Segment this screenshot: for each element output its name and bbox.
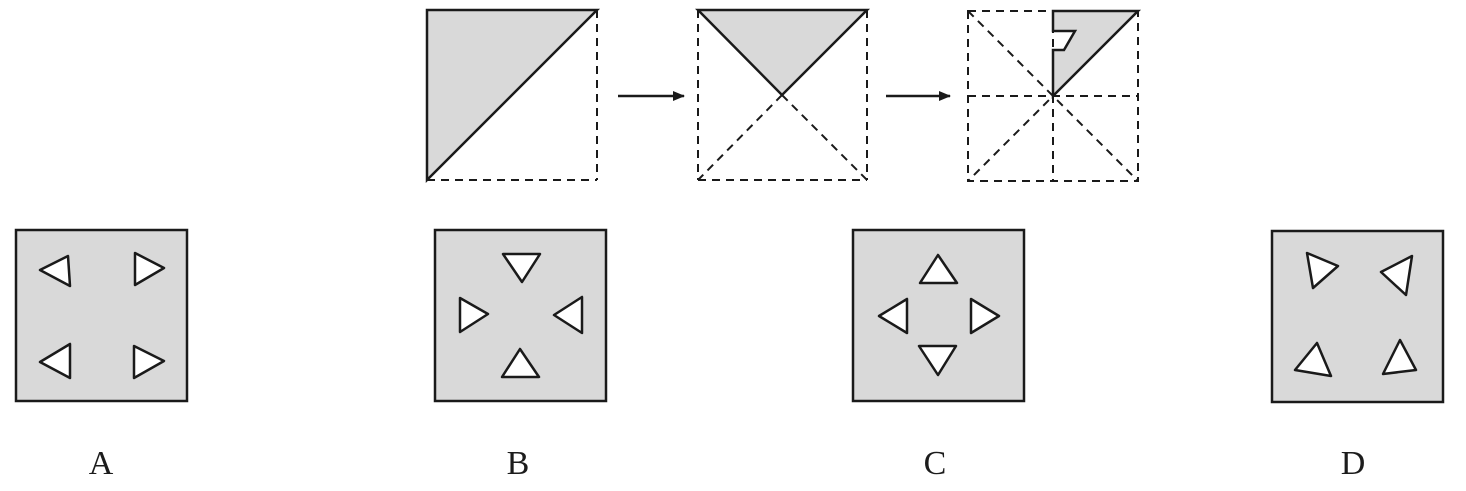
dashed-diagonal xyxy=(967,10,1139,182)
triangle-hole xyxy=(877,297,909,335)
triangle-hole xyxy=(1381,338,1418,376)
triangle-hole xyxy=(1379,254,1414,297)
fold-step-2 xyxy=(695,8,871,181)
fold-step-1 xyxy=(425,8,601,184)
triangle-hole xyxy=(500,347,541,379)
option-c-figure[interactable] xyxy=(851,228,1026,403)
triangle-hole xyxy=(38,254,72,288)
triangle-hole xyxy=(1305,251,1340,290)
dashed-diagonal xyxy=(781,94,868,181)
folded-triangle xyxy=(425,8,601,184)
option-b-label[interactable]: B xyxy=(506,445,530,482)
folded-wedge-with-cut xyxy=(1051,9,1142,100)
folded-triangle xyxy=(695,8,871,97)
triangle-hole xyxy=(501,252,542,284)
triangle-hole xyxy=(1293,341,1333,378)
triangle-hole xyxy=(38,342,72,380)
triangle-hole xyxy=(918,253,959,285)
triangle-hole xyxy=(917,344,958,377)
option-d-figure[interactable] xyxy=(1270,229,1445,404)
dashed-diagonal xyxy=(967,10,1139,182)
triangle-hole xyxy=(969,297,1001,335)
triangle-hole xyxy=(458,296,490,334)
option-d-label[interactable]: D xyxy=(1340,445,1366,482)
triangle-hole xyxy=(132,344,166,380)
option-c-label[interactable]: C xyxy=(923,445,947,482)
triangle-hole xyxy=(552,295,584,335)
fold-step-3 xyxy=(967,9,1142,182)
option-b-figure[interactable] xyxy=(433,228,608,403)
paper-square xyxy=(1270,229,1445,404)
paper-square xyxy=(14,228,189,403)
option-a-figure[interactable] xyxy=(14,228,189,403)
dashed-diagonal xyxy=(697,94,783,181)
option-a-label[interactable]: A xyxy=(88,445,114,482)
triangle-hole xyxy=(133,251,166,287)
